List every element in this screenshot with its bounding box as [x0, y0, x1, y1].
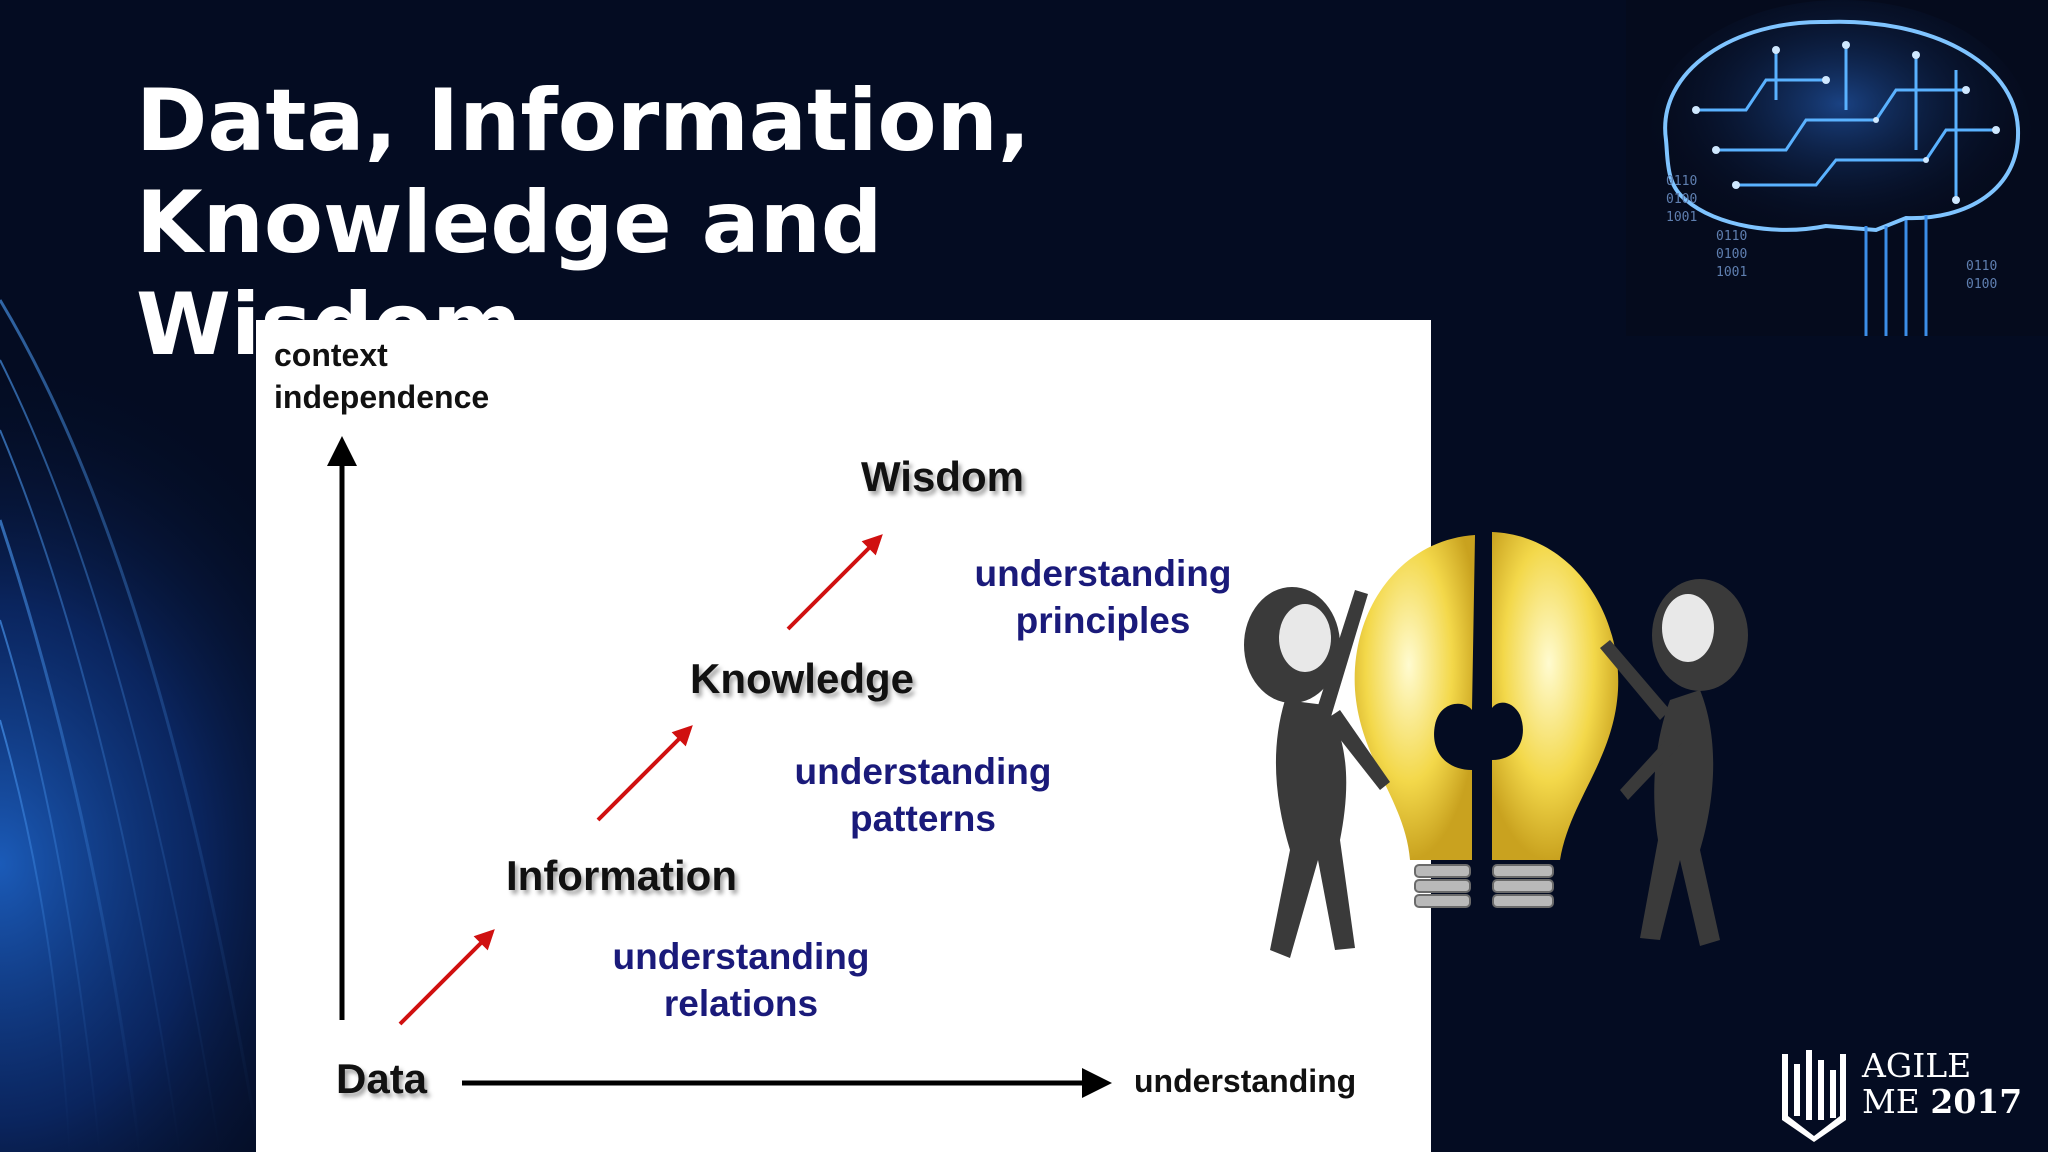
arrow-data-to-information — [398, 929, 495, 1026]
level-information: Information — [506, 852, 737, 899]
transition-relations-line-2: relations — [663, 983, 819, 1024]
y-axis-label: context independence — [274, 334, 489, 418]
transition-principles-line-1: understanding — [974, 553, 1232, 594]
x-axis-label: understanding — [1134, 1063, 1357, 1099]
svg-text:0110: 0110 — [1716, 229, 1747, 244]
circuit-brain-image: 0110 0100 1001 0110 0100 1001 0110 0100 — [1626, 0, 2048, 336]
transition-principles-line-2: principles — [1015, 600, 1191, 641]
slide-title: Data, Information, Knowledge and Wisdom — [136, 70, 1236, 376]
agile-me-logo: AGILE ME 2017 — [1778, 1046, 2028, 1146]
agile-me-logo-text: AGILE ME 2017 — [1862, 1048, 2022, 1120]
svg-text:1001: 1001 — [1666, 210, 1697, 225]
level-wisdom: Wisdom — [861, 453, 1024, 500]
transition-relations-line-1: understanding — [612, 936, 870, 977]
logo-me-year: ME 2017 — [1862, 1084, 2022, 1120]
dikw-diagram: context independence understanding Data … — [256, 320, 1431, 1152]
svg-text:0110: 0110 — [1666, 174, 1697, 189]
level-knowledge: Knowledge — [690, 655, 915, 702]
svg-text:1001: 1001 — [1716, 265, 1747, 280]
svg-text:0100: 0100 — [1716, 247, 1747, 262]
svg-text:0100: 0100 — [1966, 277, 1997, 292]
y-axis-label-line-1: context — [274, 337, 388, 373]
svg-text:0100: 0100 — [1666, 192, 1697, 207]
agile-me-logo-mark-icon — [1782, 1050, 1846, 1142]
transition-patterns-line-1: understanding — [794, 751, 1052, 792]
transition-patterns-line-2: patterns — [850, 798, 996, 839]
lightbulb-puzzle-illustration — [1244, 532, 1748, 958]
logo-year: 2017 — [1930, 1082, 2023, 1121]
arrow-knowledge-to-wisdom — [786, 534, 883, 631]
level-data: Data — [336, 1055, 428, 1102]
svg-text:0110: 0110 — [1966, 259, 1997, 274]
logo-word-agile: AGILE — [1862, 1046, 1972, 1085]
arrow-information-to-knowledge — [596, 725, 693, 822]
slide-title-line-1: Data, Information, — [136, 71, 1031, 171]
dikw-diagram-graphics — [327, 436, 1112, 1098]
transition-principles: understanding principles — [958, 550, 1248, 644]
logo-word-me: ME — [1862, 1082, 1920, 1121]
transition-patterns: understanding patterns — [778, 748, 1068, 842]
y-axis-label-line-2: independence — [274, 379, 490, 415]
transition-relations: understanding relations — [596, 933, 886, 1027]
